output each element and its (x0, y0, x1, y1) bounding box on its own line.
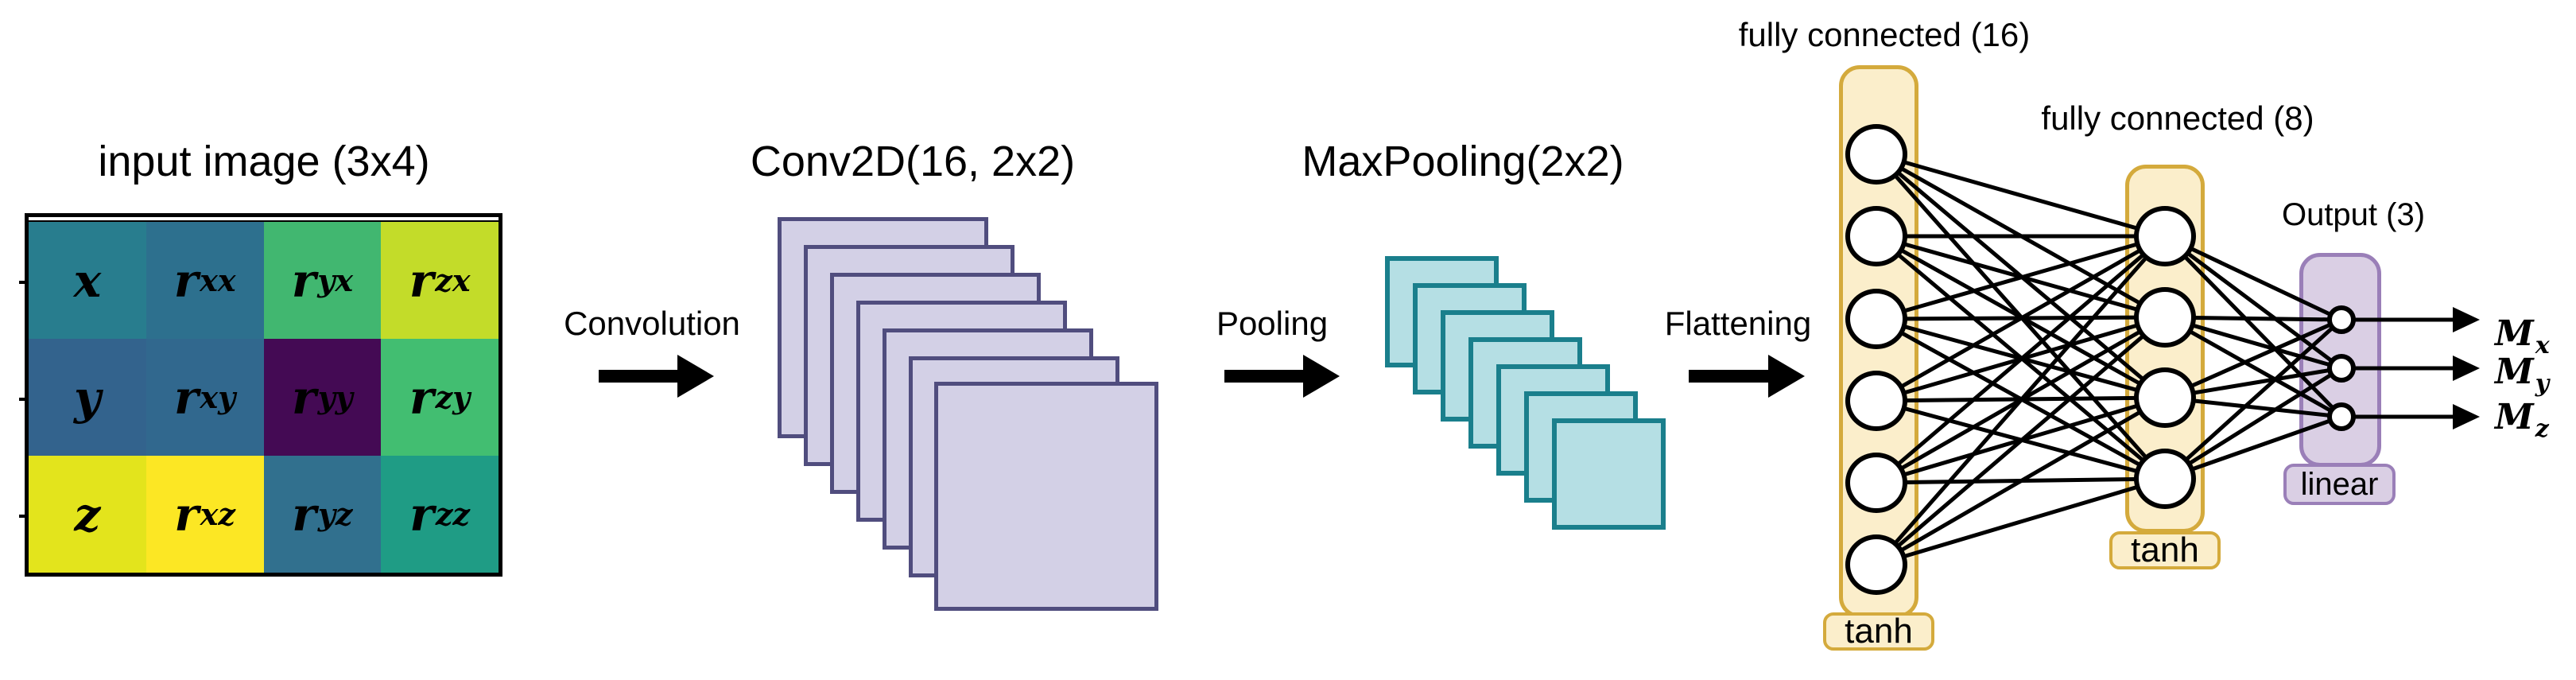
fc2-activation-label: tanh (2131, 530, 2199, 569)
input-cell-label: r (409, 370, 434, 425)
flattening-step-label: Flattening (1664, 305, 1812, 342)
input-cell-label-subscript: xz (200, 495, 236, 532)
conv2d-layer-title: Conv2D(16, 2x2) (750, 138, 1076, 185)
input-cell-r3c1: z (29, 456, 146, 573)
convolution-step-label: Convolution (564, 305, 740, 342)
input-cell-label-subscript: yy (317, 379, 353, 415)
fc1-neuron (1845, 453, 1907, 513)
input-cell-label: r (292, 370, 316, 425)
fc1-neuron (1845, 206, 1907, 266)
fc1-neuron (1845, 534, 1907, 595)
maxpooling-layer-title: MaxPooling(2x2) (1302, 138, 1624, 185)
input-cell-label-subscript: yz (317, 495, 353, 532)
input-cell-label: r (173, 370, 199, 425)
fc2-neuron (2134, 449, 2196, 509)
fc1-neuron (1845, 124, 1907, 185)
input-cell-label-subscript: xy (200, 379, 236, 415)
pooling-step-label: Pooling (1216, 305, 1329, 342)
output-activation-label: linear (2300, 466, 2379, 502)
output-label-my: My (2495, 352, 2550, 398)
fc1-fc2-connections (1875, 152, 2167, 567)
input-cell-label-subscript: zy (435, 379, 471, 415)
input-cell-label-subscript: zz (435, 495, 470, 532)
input-cell-r2c1: y (29, 339, 146, 456)
fc1-neuron (1845, 371, 1907, 431)
conv-feature-map (934, 382, 1158, 611)
input-cell-label: r (174, 487, 199, 542)
pooling-arrow (1224, 355, 1340, 398)
axis-tick (19, 281, 29, 284)
fc1-layer-title: fully connected (16) (1738, 16, 2031, 53)
input-cell-label: y (74, 370, 101, 425)
input-cell-label: z (74, 487, 101, 542)
convolution-arrow (599, 355, 714, 398)
fc2-neuron (2134, 287, 2196, 348)
fc2-output-connections (2163, 234, 2343, 481)
output-label-mz: Mz (2495, 397, 2549, 443)
output-activation-box: linear (2283, 464, 2396, 505)
fc2-activation-box: tanh (2109, 530, 2221, 569)
output-label-mx: Mx (2495, 313, 2550, 359)
fc2-layer-title: fully connected (8) (2041, 99, 2314, 137)
output-layer-title: Output (3) (2281, 197, 2426, 232)
input-cell-label: r (291, 253, 316, 308)
input-cell-label: r (173, 253, 199, 308)
fc1-activation-box: tanh (1823, 612, 1934, 651)
input-cell-label: r (409, 487, 434, 542)
output-neuron (2327, 402, 2356, 431)
fc2-neuron (2134, 206, 2196, 266)
output-arrow (2341, 356, 2480, 381)
output-neuron (2327, 305, 2356, 334)
input-image-title: input image (3x4) (98, 138, 430, 185)
pool-feature-map (1552, 418, 1666, 530)
input-cell-label: x (73, 253, 102, 308)
input-cell-label-subscript: xx (200, 262, 236, 298)
output-neuron (2327, 354, 2356, 383)
input-cell-label-subscript: yx (317, 262, 354, 298)
axis-tick (19, 515, 29, 518)
fc2-neuron (2134, 367, 2196, 428)
input-cell-label: r (292, 487, 316, 542)
fc1-neuron (1845, 289, 1907, 349)
input-cell-r1c1: x (29, 222, 146, 339)
fc1-activation-label: tanh (1845, 612, 1913, 651)
flattening-arrow (1689, 355, 1805, 398)
output-arrow (2341, 307, 2480, 332)
axis-tick (19, 398, 29, 401)
input-cell-label-subscript: zx (435, 262, 471, 298)
output-arrow (2341, 404, 2480, 429)
input-cell-label: r (409, 253, 434, 308)
